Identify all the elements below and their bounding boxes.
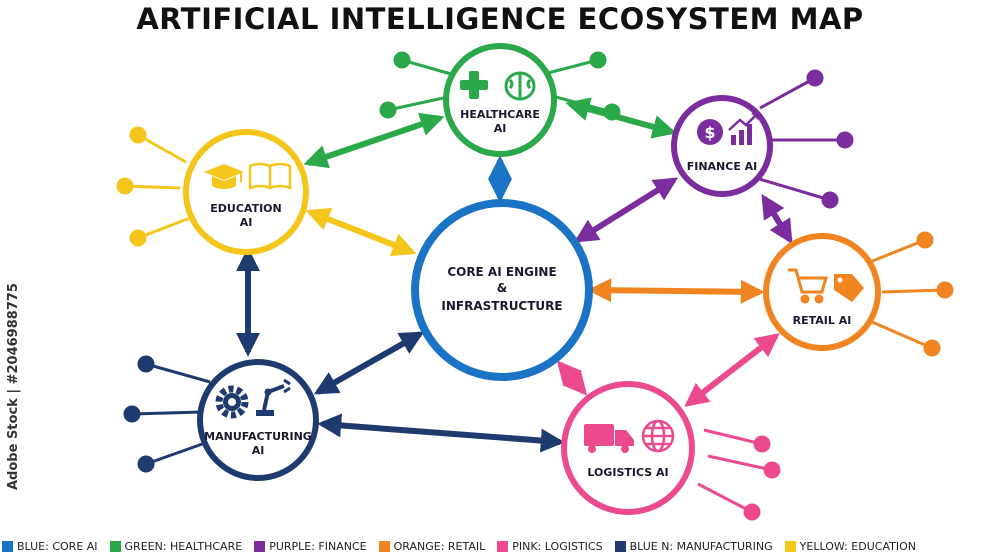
dollar-icon: $ <box>697 119 723 145</box>
core-ai-node: CORE AI ENGINE & INFRASTRUCTURE <box>411 199 593 381</box>
arrow-education-core <box>305 207 417 257</box>
legend-label: PINK: LOGISTICS <box>512 539 603 553</box>
core-label-line3: INFRASTRUCTURE <box>441 299 562 313</box>
legend-label: BLUE: CORE AI <box>17 539 98 553</box>
legend-label: BLUE N: MANUFACTURING <box>629 539 773 553</box>
arrow-finance-retail <box>761 193 793 245</box>
ecosystem-diagram: CORE AI ENGINE & INFRASTRUCTURE HEALTHCA… <box>116 43 954 521</box>
education-label-line1: EDUCATION <box>210 202 281 215</box>
healthcare-label-line1: HEALTHCARE <box>460 108 540 121</box>
logistics-spokes <box>697 428 781 521</box>
legend-swatch <box>784 540 796 552</box>
education-ai-node: EDUCATION AI <box>183 129 309 255</box>
education-spokes <box>116 126 191 247</box>
legend-swatch <box>497 540 509 552</box>
legend-item-manufacturing: BLUE N: MANUFACTURING <box>614 539 773 553</box>
medical-cross-icon <box>460 71 488 99</box>
legend-item-healthcare: GREEN: HEALTHCARE <box>109 539 243 553</box>
legend-label: PURPLE: FINANCE <box>269 539 367 553</box>
retail-label: RETAIL AI <box>793 314 852 327</box>
finance-spokes <box>755 69 854 209</box>
legend-item-core: BLUE: CORE AI <box>2 540 98 553</box>
finance-label: FINANCE AI <box>687 160 758 173</box>
shopping-cart-icon <box>788 268 828 304</box>
brain-icon <box>504 71 536 101</box>
arrow-manufacturing-logistics <box>317 413 565 453</box>
arrow-core-retail <box>587 278 765 304</box>
manufacturing-label-line2: AI <box>252 444 265 457</box>
legend-item-logistics: PINK: LOGISTICS <box>497 539 603 553</box>
arrow-healthcare-finance <box>565 97 677 139</box>
arrow-core-manufacturing <box>313 331 425 395</box>
growth-chart-icon <box>728 113 758 145</box>
arrow-core-logistics <box>556 360 588 396</box>
legend-swatch <box>614 540 626 552</box>
gear-icon <box>215 385 249 419</box>
svg-text:$: $ <box>704 123 715 142</box>
manufacturing-spokes <box>123 355 211 473</box>
legend-item-finance: PURPLE: FINANCE <box>254 539 367 553</box>
finance-ai-node: $ FINANCE AI <box>671 95 773 197</box>
legend-item-retail: ORANGE: RETAIL <box>378 539 486 553</box>
arrow-finance-core <box>573 177 679 243</box>
open-book-icon <box>248 162 292 190</box>
price-tag-icon <box>834 274 864 302</box>
retail-spokes <box>869 231 954 357</box>
core-label-line1: CORE AI ENGINE <box>447 265 556 279</box>
arrow-retail-logistics <box>684 333 780 407</box>
legend-swatch <box>378 540 390 552</box>
legend-swatch <box>254 540 266 552</box>
retail-ai-node: RETAIL AI <box>763 233 881 351</box>
graduation-cap-icon <box>204 164 244 189</box>
robot-arm-icon <box>256 378 291 416</box>
globe-icon <box>641 419 675 453</box>
legend-label: ORANGE: RETAIL <box>393 539 486 553</box>
legend-label: YELLOW: EDUCATION <box>799 539 916 553</box>
legend-swatch <box>109 540 121 552</box>
logistics-ai-node: LOGISTICS AI <box>561 381 695 515</box>
diagram-title: ARTIFICIAL INTELLIGENCE ECOSYSTEM MAP <box>136 2 864 36</box>
manufacturing-ai-node: MANUFACTURING AI <box>197 359 319 481</box>
connection-arrows <box>236 97 793 453</box>
legend-item-education: YELLOW: EDUCATION <box>784 539 916 553</box>
delivery-truck-icon <box>584 424 634 453</box>
core-label-line2: & <box>497 281 507 295</box>
healthcare-label-line2: AI <box>494 122 507 135</box>
legend-swatch <box>2 540 13 552</box>
healthcare-ai-node: HEALTHCARE AI <box>443 43 557 157</box>
color-legend: BLUE: CORE AI GREEN: HEALTHCARE PURPLE: … <box>0 536 1000 556</box>
arrow-education-healthcare <box>303 112 445 169</box>
education-label-line2: AI <box>240 216 253 229</box>
legend-label: GREEN: HEALTHCARE <box>124 539 243 553</box>
manufacturing-label-line1: MANUFACTURING <box>204 430 312 443</box>
logistics-label: LOGISTICS AI <box>587 466 668 479</box>
